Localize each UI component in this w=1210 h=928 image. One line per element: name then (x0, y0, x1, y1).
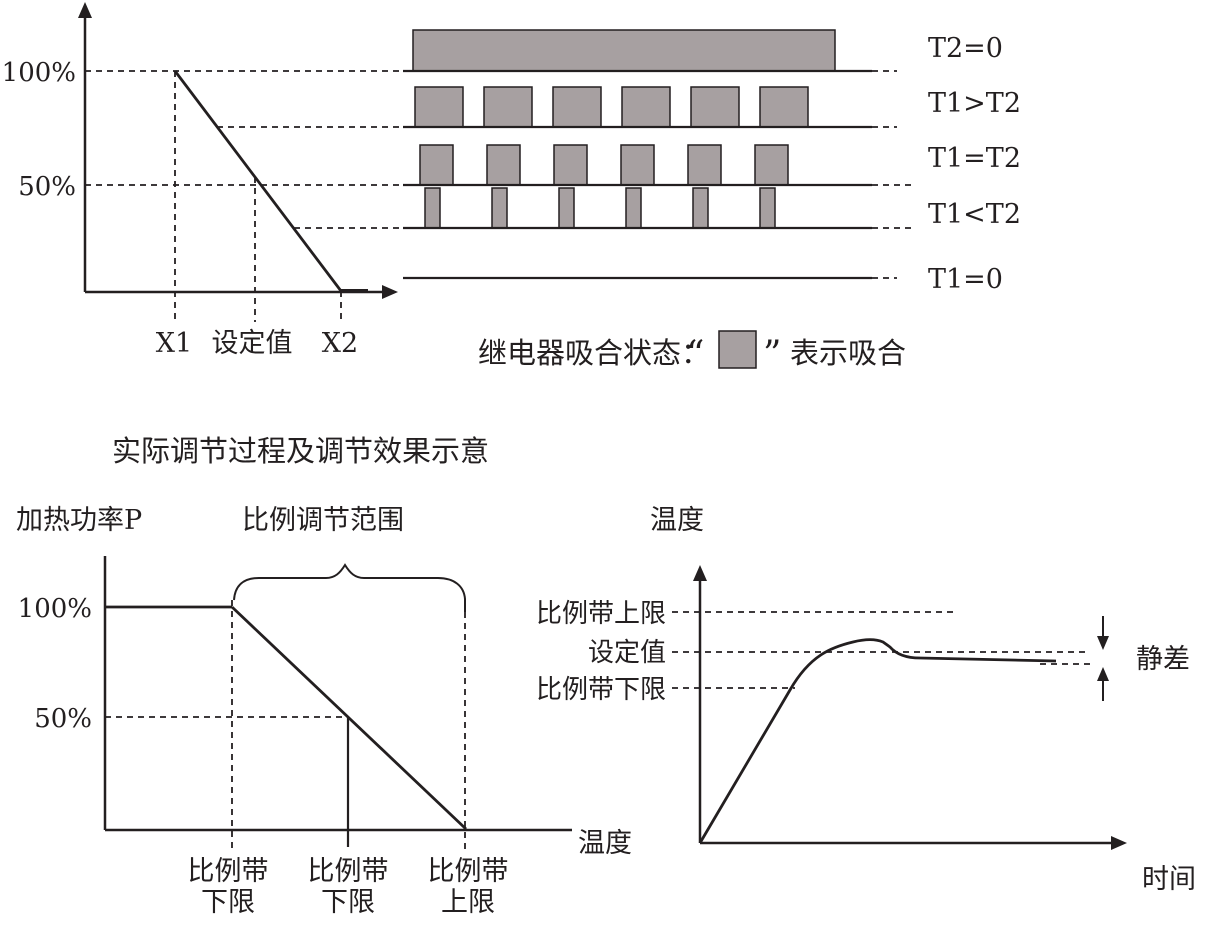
x-label-x2: X2 (322, 328, 358, 359)
temp-vs-time-graph: 温度 静差 时间 比例带上限 设定值 比例带下限 (536, 505, 1196, 895)
pulse (419, 144, 454, 186)
row-label: T2=0 (928, 33, 1003, 64)
y-tick-100: 100% (18, 594, 92, 624)
pulse (625, 187, 642, 229)
legend-meaning: 表示吸合 (790, 336, 906, 370)
pulse (552, 86, 602, 128)
x-label-setpoint: 设定值 (212, 328, 293, 359)
pulse (687, 144, 722, 186)
legend-title: 继电器吸合状态： (478, 336, 710, 370)
offset-label: 静差 (1136, 644, 1190, 675)
relay-legend: 继电器吸合状态： “ ” 表示吸合 (478, 330, 906, 375)
x-label-3-line1: 比例带 (428, 856, 509, 887)
y-tick-50: 50% (18, 172, 76, 202)
pulse (690, 86, 740, 128)
pulse (414, 86, 464, 128)
pulse (558, 187, 575, 229)
x-label-x1: X1 (156, 328, 192, 359)
range-brace (233, 563, 466, 612)
x-label-1-line2: 下限 (201, 887, 255, 918)
offset-arrow-down-icon (1097, 636, 1109, 650)
power-axis-label: 加热功率P (16, 505, 142, 536)
proportional-range-label: 比例调节范围 (242, 505, 404, 536)
legend-relay-on-swatch (718, 330, 757, 369)
upper-limit-label: 比例带上限 (536, 599, 666, 629)
pulse (483, 86, 533, 128)
y-axis-arrow-icon (693, 565, 707, 581)
power-vs-temp-graph: 加热功率P 比例调节范围 100% 50% 温度 比例带 下限 比例带 下限 比… (16, 505, 632, 918)
section-title: 实际调节过程及调节效果示意 (112, 434, 489, 468)
pulse (491, 187, 508, 229)
x-label-2-line2: 下限 (321, 887, 375, 918)
x-label-1-line1: 比例带 (188, 856, 269, 887)
relay-pulse-diagram: T2=0 T1>T2 T1=T2 (217, 29, 1021, 295)
temp-axis-label: 温度 (578, 828, 632, 859)
pulse (759, 187, 776, 229)
x-axis-arrow-icon (1111, 836, 1127, 850)
row-label: T1=0 (928, 264, 1003, 295)
time-axis-label: 时间 (1142, 864, 1196, 895)
legend-quote-open: “ (686, 334, 704, 375)
row-label: T1=T2 (928, 143, 1021, 174)
pulse (412, 29, 836, 72)
pulse (424, 187, 441, 229)
legend-quote-close: ” (763, 334, 781, 375)
y-axis-arrow-icon (78, 2, 92, 18)
pulse-row-t2-0: T2=0 (403, 29, 1003, 73)
x-axis-arrow-icon (382, 285, 398, 299)
x-label-2-line1: 比例带 (308, 856, 389, 887)
pulse (553, 144, 588, 186)
pulse-row-t1-0: T1=0 (403, 264, 1003, 295)
row-label: T1<T2 (928, 199, 1021, 230)
temp-axis-label: 温度 (650, 505, 704, 536)
y-tick-100: 100% (2, 58, 76, 88)
pulse (692, 187, 709, 229)
offset-arrow-up-icon (1097, 667, 1109, 681)
lower-limit-label: 比例带下限 (536, 675, 666, 705)
proportional-slope-line (173, 70, 343, 292)
pulse-row-t1-gt-t2: T1>T2 (217, 86, 1021, 129)
row-label: T1>T2 (928, 88, 1021, 119)
x-label-3-line2: 上限 (441, 887, 495, 918)
pulse (754, 144, 789, 186)
temperature-response-curve (698, 638, 1057, 844)
pulse-row-t1-eq-t2: T1=T2 (403, 143, 1021, 187)
pulse (759, 86, 809, 128)
pulse (486, 144, 521, 186)
y-tick-50: 50% (34, 704, 92, 734)
setpoint-label: 设定值 (588, 638, 666, 668)
duty-cycle-graph: 100% 50% X1 设定值 X2 (2, 2, 403, 359)
pulse-row-t1-lt-t2: T1<T2 (294, 187, 1021, 230)
pulse (620, 144, 655, 186)
pulse (621, 86, 671, 128)
